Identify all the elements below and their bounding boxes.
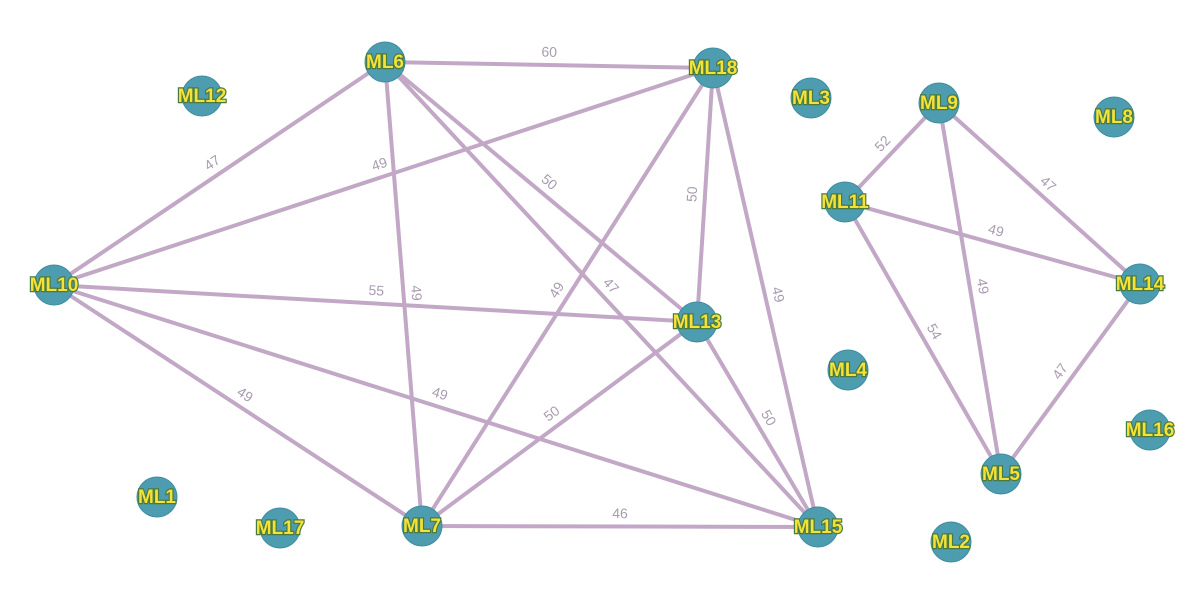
node-circle (181, 75, 223, 117)
edge-label: 60 (541, 44, 557, 60)
edge-ml18-ml7 (420, 66, 715, 528)
edge-label: 54 (924, 321, 946, 343)
node-ml9[interactable]: ML9 (918, 82, 960, 124)
node-ml5[interactable]: ML5 (980, 453, 1022, 495)
edge-ml10-ml7 (52, 283, 424, 528)
edge-label: 50 (541, 402, 563, 424)
node-circle (797, 506, 839, 548)
edge-label: 47 (600, 274, 622, 296)
edge-ml18-ml15 (711, 66, 820, 529)
node-label: ML8 (1095, 107, 1133, 128)
node-circle (1129, 409, 1171, 451)
nodes-layer: ML1ML2ML3ML4ML5ML6ML7ML8ML9ML10ML11ML12M… (29, 41, 1175, 563)
node-label: ML7 (403, 516, 441, 537)
node-label: ML11 (821, 192, 869, 213)
node-ml18[interactable]: ML18 (688, 47, 738, 89)
node-ml13[interactable]: ML13 (672, 301, 722, 343)
node-circle (790, 77, 832, 119)
node-circle (692, 47, 734, 89)
node-label: ML14 (1116, 274, 1165, 295)
node-label: ML18 (689, 58, 738, 79)
edge-label: 49 (545, 279, 567, 301)
node-circle (827, 349, 869, 391)
node-ml17[interactable]: ML17 (255, 507, 305, 549)
node-circle (364, 41, 406, 83)
edge-label: 50 (538, 171, 560, 193)
edge-label: 52 (871, 132, 893, 154)
node-label: ML2 (932, 532, 970, 553)
node-label: ML4 (829, 360, 867, 381)
node-label: ML15 (794, 517, 843, 538)
edge-ml14-ml5 (999, 282, 1142, 476)
node-circle (1119, 263, 1161, 305)
edge-label: 47 (1049, 360, 1071, 382)
node-label: ML3 (792, 88, 830, 109)
edge-ml6-ml10 (52, 60, 387, 287)
edge-ml13-ml7 (420, 320, 699, 528)
node-ml4[interactable]: ML4 (827, 349, 869, 391)
edge-ml9-ml14 (937, 101, 1142, 286)
edge-label: 47 (1037, 172, 1059, 194)
node-ml3[interactable]: ML3 (790, 77, 832, 119)
edge-label: 49 (769, 285, 788, 304)
node-ml10[interactable]: ML10 (29, 264, 79, 306)
node-label: ML5 (982, 464, 1020, 485)
edge-ml9-ml5 (937, 101, 1003, 476)
node-ml16[interactable]: ML16 (1125, 409, 1175, 451)
node-label: ML6 (366, 52, 404, 73)
node-ml11[interactable]: ML11 (820, 181, 870, 223)
node-circle (918, 82, 960, 124)
edge-label: 49 (234, 383, 256, 405)
edge-ml7-ml15 (420, 524, 820, 529)
node-ml6[interactable]: ML6 (364, 41, 406, 83)
edge-label: 49 (974, 277, 992, 295)
edge-label: 49 (430, 383, 450, 403)
node-circle (980, 453, 1022, 495)
edge-label: 46 (612, 505, 628, 521)
edge-ml6-ml13 (383, 60, 699, 324)
node-ml14[interactable]: ML14 (1115, 263, 1166, 305)
edge-ml6-ml18 (383, 60, 715, 70)
node-ml12[interactable]: ML12 (177, 75, 227, 117)
node-circle (930, 521, 972, 563)
edge-ml13-ml15 (695, 320, 820, 529)
node-label: ML17 (256, 518, 305, 539)
node-circle (1093, 96, 1135, 138)
edge-label: 49 (408, 285, 425, 302)
node-label: ML13 (673, 312, 722, 333)
node-label: ML16 (1126, 420, 1175, 441)
node-ml2[interactable]: ML2 (930, 521, 972, 563)
edge-label: 49 (986, 220, 1005, 240)
node-circle (33, 264, 75, 306)
edge-label: 50 (683, 186, 700, 203)
node-circle (401, 505, 443, 547)
node-label: ML10 (30, 275, 79, 296)
edge-label: 50 (758, 407, 780, 429)
node-label: ML9 (920, 93, 958, 114)
node-ml7[interactable]: ML7 (401, 505, 443, 547)
edge-label: 49 (369, 154, 389, 174)
edge-ml10-ml13 (52, 283, 699, 324)
node-label: ML12 (178, 86, 227, 107)
edge-ml11-ml5 (843, 200, 1003, 476)
edge-ml11-ml14 (843, 200, 1142, 286)
node-circle (676, 301, 718, 343)
node-label: ML1 (138, 487, 176, 508)
edge-label: 55 (368, 282, 385, 299)
edge-ml6-ml15 (383, 60, 820, 529)
edge-ml6-ml7 (383, 60, 424, 528)
node-ml1[interactable]: ML1 (136, 476, 178, 518)
edge-label: 47 (201, 151, 223, 173)
edges-layer (52, 60, 1142, 529)
edge-ml10-ml15 (52, 283, 820, 529)
edge-ml18-ml13 (695, 66, 715, 324)
node-ml8[interactable]: ML8 (1093, 96, 1135, 138)
node-circle (259, 507, 301, 549)
node-circle (136, 476, 178, 518)
node-ml15[interactable]: ML15 (793, 506, 844, 548)
node-circle (824, 181, 866, 223)
edge-ml9-ml11 (843, 101, 941, 204)
edge-ml18-ml10 (52, 66, 715, 287)
